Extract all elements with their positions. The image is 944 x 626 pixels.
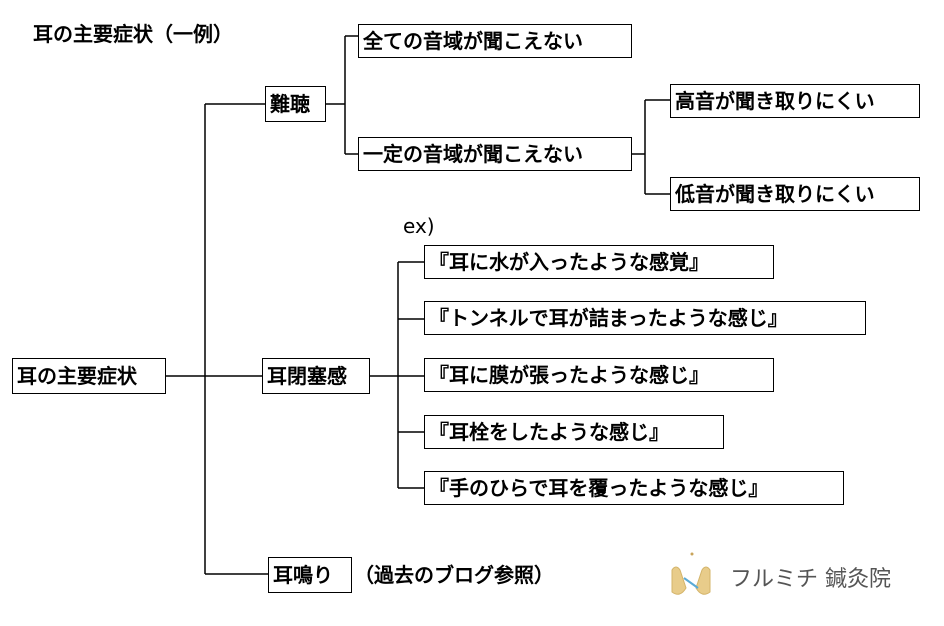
hands-logo-icon (671, 552, 711, 595)
node-nanchou: 難聴 (265, 86, 326, 122)
example-3: 『耳に膜が張ったような感じ』 (424, 358, 774, 392)
node-high-tone: 高音が聞き取りにくい (670, 84, 920, 118)
node-all-range: 全ての音域が聞こえない (358, 24, 632, 58)
node-meiri: 耳鳴り (268, 557, 352, 593)
meiri-note: （過去のブログ参照） (354, 563, 554, 587)
clinic-logo-text: フルミチ 鍼灸院 (730, 567, 891, 592)
example-4: 『耳栓をしたような感じ』 (424, 415, 724, 449)
node-heisoku: 耳閉塞感 (262, 358, 370, 394)
diagram-title: 耳の主要症状（一例） (33, 22, 233, 46)
ex-label: ex) (403, 214, 435, 238)
root-node: 耳の主要症状 (12, 358, 166, 394)
node-low-tone: 低音が聞き取りにくい (670, 177, 920, 211)
example-1: 『耳に水が入ったような感覚』 (424, 245, 774, 279)
example-2: 『トンネルで耳が詰まったような感じ』 (424, 301, 866, 335)
node-some-range: 一定の音域が聞こえない (358, 137, 632, 171)
example-5: 『手のひらで耳を覆ったような感じ』 (424, 471, 844, 505)
